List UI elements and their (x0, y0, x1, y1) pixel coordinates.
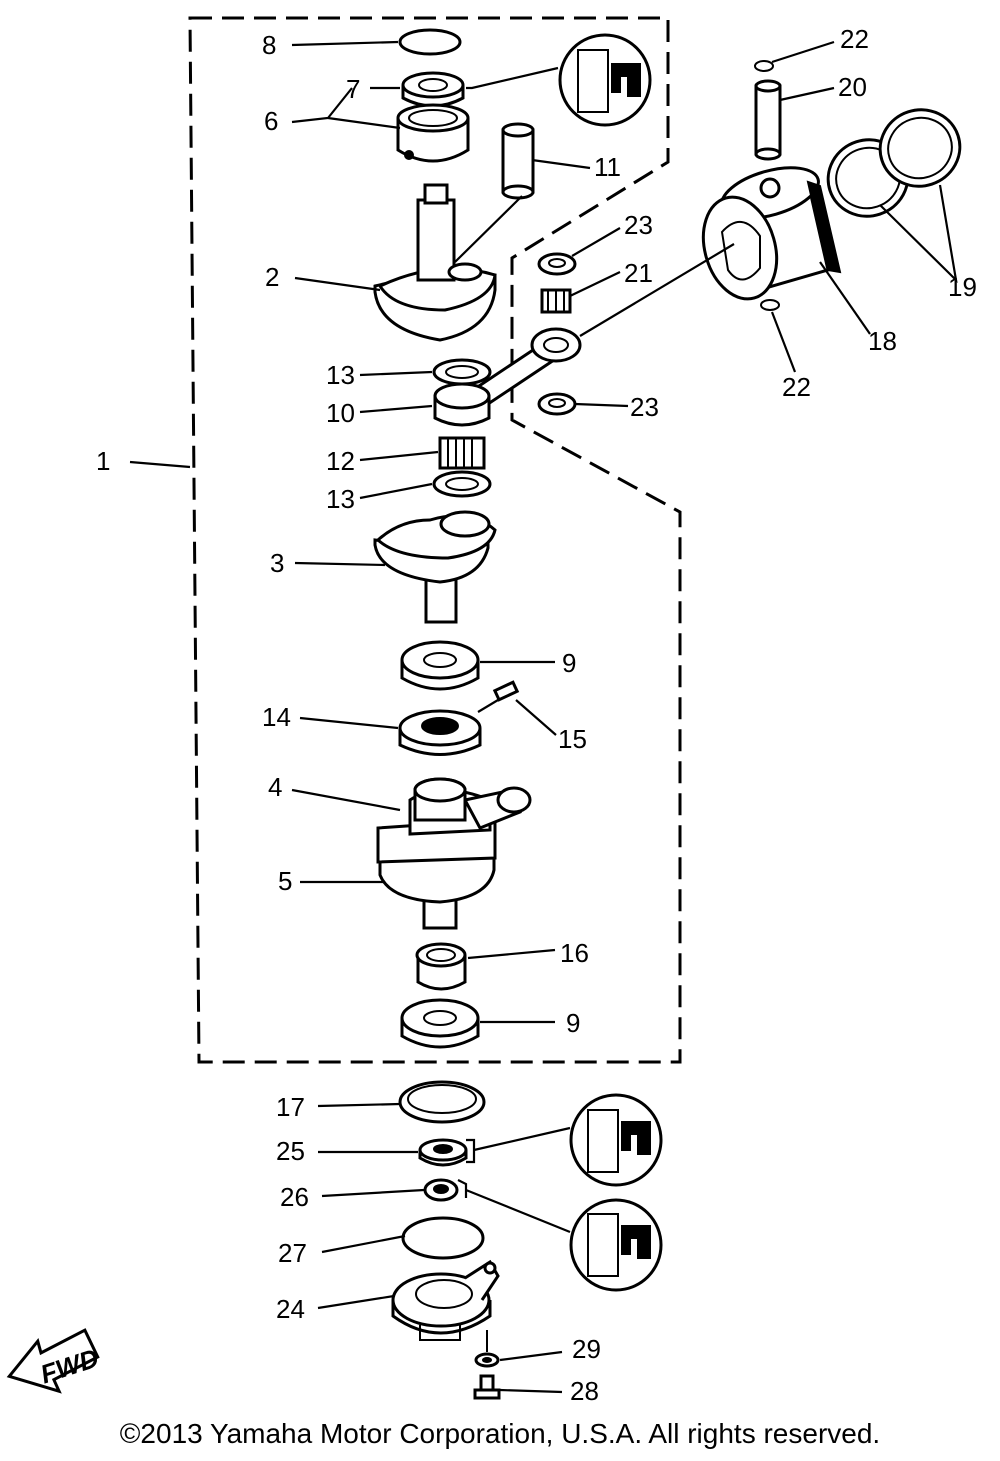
callout-21: 21 (624, 258, 653, 288)
callout-10: 10 (326, 398, 355, 428)
part-29-washer (474, 1352, 500, 1368)
part-7-oil-seal (401, 71, 465, 108)
assembly-1-boundary (188, 16, 682, 1064)
part-21-small-end-bearing (540, 288, 572, 314)
copyright-notice: ©2013 Yamaha Motor Corporation, U.S.A. A… (119, 1418, 881, 1449)
callout-16: 16 (560, 938, 589, 968)
callout-19: 19 (948, 272, 977, 302)
part-25-oil-seal (418, 1138, 468, 1167)
part-12-big-end-bearing (438, 436, 486, 470)
callout-26: 26 (280, 1182, 309, 1212)
part-27-oring (401, 1216, 485, 1260)
part-11-crank-pin (501, 122, 535, 200)
callout-2: 2 (265, 262, 279, 292)
callout-15: 15 (558, 724, 587, 754)
callout-29: 29 (572, 1334, 601, 1364)
part-22-clip-lower (760, 299, 780, 311)
callout-17: 17 (276, 1092, 305, 1122)
part-2-upper-crank-web (373, 183, 497, 342)
leader-lines (129, 40, 958, 1394)
callout-18: 18 (868, 326, 897, 356)
callout-9-upper: 9 (562, 648, 576, 678)
callout-23-upper: 23 (624, 210, 653, 240)
part-6-housing (396, 103, 470, 163)
part-26-oil-seal-small (423, 1178, 459, 1202)
callout-23-lower: 23 (630, 392, 659, 422)
part-17-oring (398, 1080, 486, 1124)
part-14-oil-seal (398, 709, 482, 756)
part-18-piston (701, 166, 842, 301)
part-3-crank-web (373, 510, 497, 624)
callout-11: 11 (594, 152, 621, 182)
part-16-bushing (415, 942, 467, 991)
callout-8: 8 (262, 30, 276, 60)
callout-22-upper: 22 (840, 24, 869, 54)
part-9-main-bearing-upper (400, 640, 480, 691)
callout-13-lower: 13 (326, 484, 355, 514)
callout-28: 28 (570, 1376, 599, 1406)
callout-numbers: 8 7 6 11 2 23 21 1 13 10 12 13 23 3 9 14… (96, 24, 977, 1406)
part-23-washer-upper (537, 252, 577, 276)
callout-1: 1 (96, 446, 110, 476)
callout-24: 24 (276, 1294, 305, 1324)
oil-seal-detail-circle-top (558, 33, 652, 127)
part-13-thrust-washer-upper (432, 358, 492, 386)
fwd-arrow: FWD (6, 1328, 102, 1394)
callout-25: 25 (276, 1136, 305, 1166)
callout-7: 7 (346, 74, 360, 104)
part-19-piston-rings (826, 108, 962, 218)
part-8-oring (398, 28, 462, 56)
part-22-clip-upper (754, 60, 774, 72)
part-15-dowel-pin (492, 680, 520, 702)
part-13-thrust-washer-lower (432, 470, 492, 498)
callout-4: 4 (268, 772, 282, 802)
oil-seal-detail-circle-middle (569, 1093, 663, 1187)
callout-14: 14 (262, 702, 291, 732)
part-20-piston-pin (754, 79, 782, 161)
callout-13-upper: 13 (326, 360, 355, 390)
part-4-5-lower-crank-assembly (376, 777, 532, 930)
oil-seal-detail-circle-bottom (569, 1198, 663, 1292)
part-28-bolt (473, 1374, 501, 1400)
callout-6: 6 (264, 106, 278, 136)
callout-20: 20 (838, 72, 867, 102)
part-24-lower-housing (391, 1259, 500, 1341)
callout-9-lower: 9 (566, 1008, 580, 1038)
callout-12: 12 (326, 446, 355, 476)
part-23-washer-lower (537, 392, 577, 416)
part-9-main-bearing-lower (400, 998, 480, 1049)
callout-3: 3 (270, 548, 284, 578)
callout-5: 5 (278, 866, 292, 896)
callout-22-lower: 22 (782, 372, 811, 402)
callout-27: 27 (278, 1238, 307, 1268)
part-10-connecting-rod (433, 327, 582, 427)
